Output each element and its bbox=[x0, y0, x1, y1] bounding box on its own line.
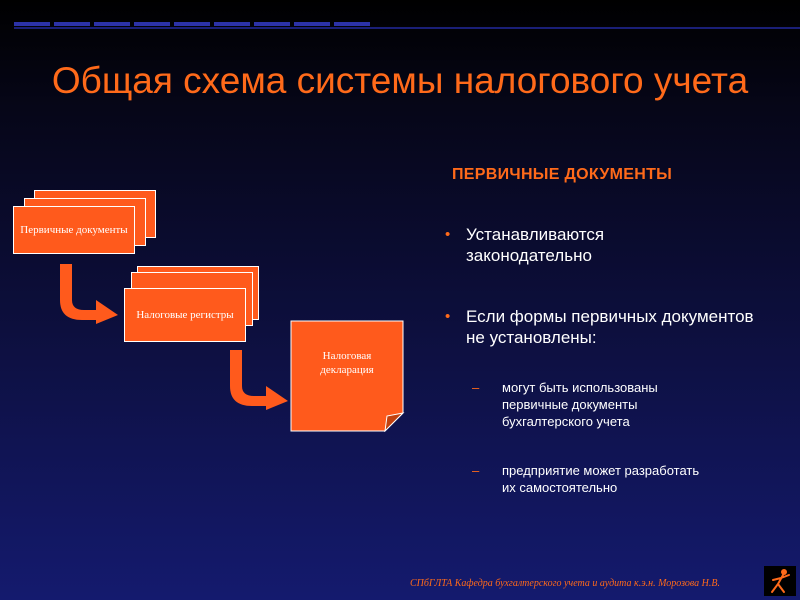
bullet-dot: • bbox=[445, 308, 451, 325]
curved-down-right-arrow-icon bbox=[230, 350, 288, 410]
bullet-text: Если формы первичных документов не устан… bbox=[466, 307, 754, 347]
bullet-text: Устанавливаются законодательно bbox=[466, 225, 605, 265]
slide-title: Общая схема системы налогового учета bbox=[51, 60, 749, 101]
folded-corner bbox=[384, 412, 405, 432]
panel-title: ПЕРВИЧНЫЕ ДОКУМЕНТЫ bbox=[452, 166, 673, 183]
node-declaration-label: Налоговая декларация bbox=[320, 350, 374, 376]
arrow-primary-to-registers bbox=[60, 264, 118, 324]
top-bar-segment bbox=[134, 22, 170, 26]
top-bar-segment bbox=[294, 22, 330, 26]
sub-bullet-dash: – bbox=[472, 463, 480, 478]
top-bar-segment bbox=[174, 22, 210, 26]
sub-bullet-text: могут быть использованы первичные докуме… bbox=[502, 380, 658, 429]
node-tax-declaration bbox=[290, 320, 405, 432]
bullet-item: • Устанавливаются законодательно bbox=[445, 224, 676, 266]
arrow-registers-to-declaration bbox=[230, 350, 288, 410]
top-bar-segment bbox=[214, 22, 250, 26]
top-bar-segment bbox=[94, 22, 130, 26]
footer-text: СПбГЛТА Кафедра бухгалтерского учета и а… bbox=[410, 578, 720, 589]
top-bar-segment bbox=[14, 22, 50, 26]
curved-down-right-arrow-icon bbox=[60, 264, 118, 324]
bullet-item: • Если формы первичных документов не уст… bbox=[445, 306, 776, 348]
sub-bullet-dash: – bbox=[472, 380, 480, 395]
top-decorative-bar bbox=[14, 22, 800, 31]
sub-bullet-item: – могут быть использованы первичные доку… bbox=[472, 379, 722, 430]
sub-bullet-item: – предприятие может разработать их самос… bbox=[472, 462, 702, 496]
node-registers-label: Налоговые регистры bbox=[124, 288, 246, 342]
bullet-dot: • bbox=[445, 226, 451, 243]
node-primary-label: Первичные документы bbox=[13, 206, 135, 254]
top-bar-segment bbox=[254, 22, 290, 26]
dancer-figure-logo-icon bbox=[764, 566, 796, 596]
top-bar-line bbox=[14, 27, 800, 29]
sub-bullet-text: предприятие может разработать их самосто… bbox=[502, 463, 700, 495]
top-bar-segment bbox=[334, 22, 370, 26]
top-bar-segment bbox=[54, 22, 90, 26]
